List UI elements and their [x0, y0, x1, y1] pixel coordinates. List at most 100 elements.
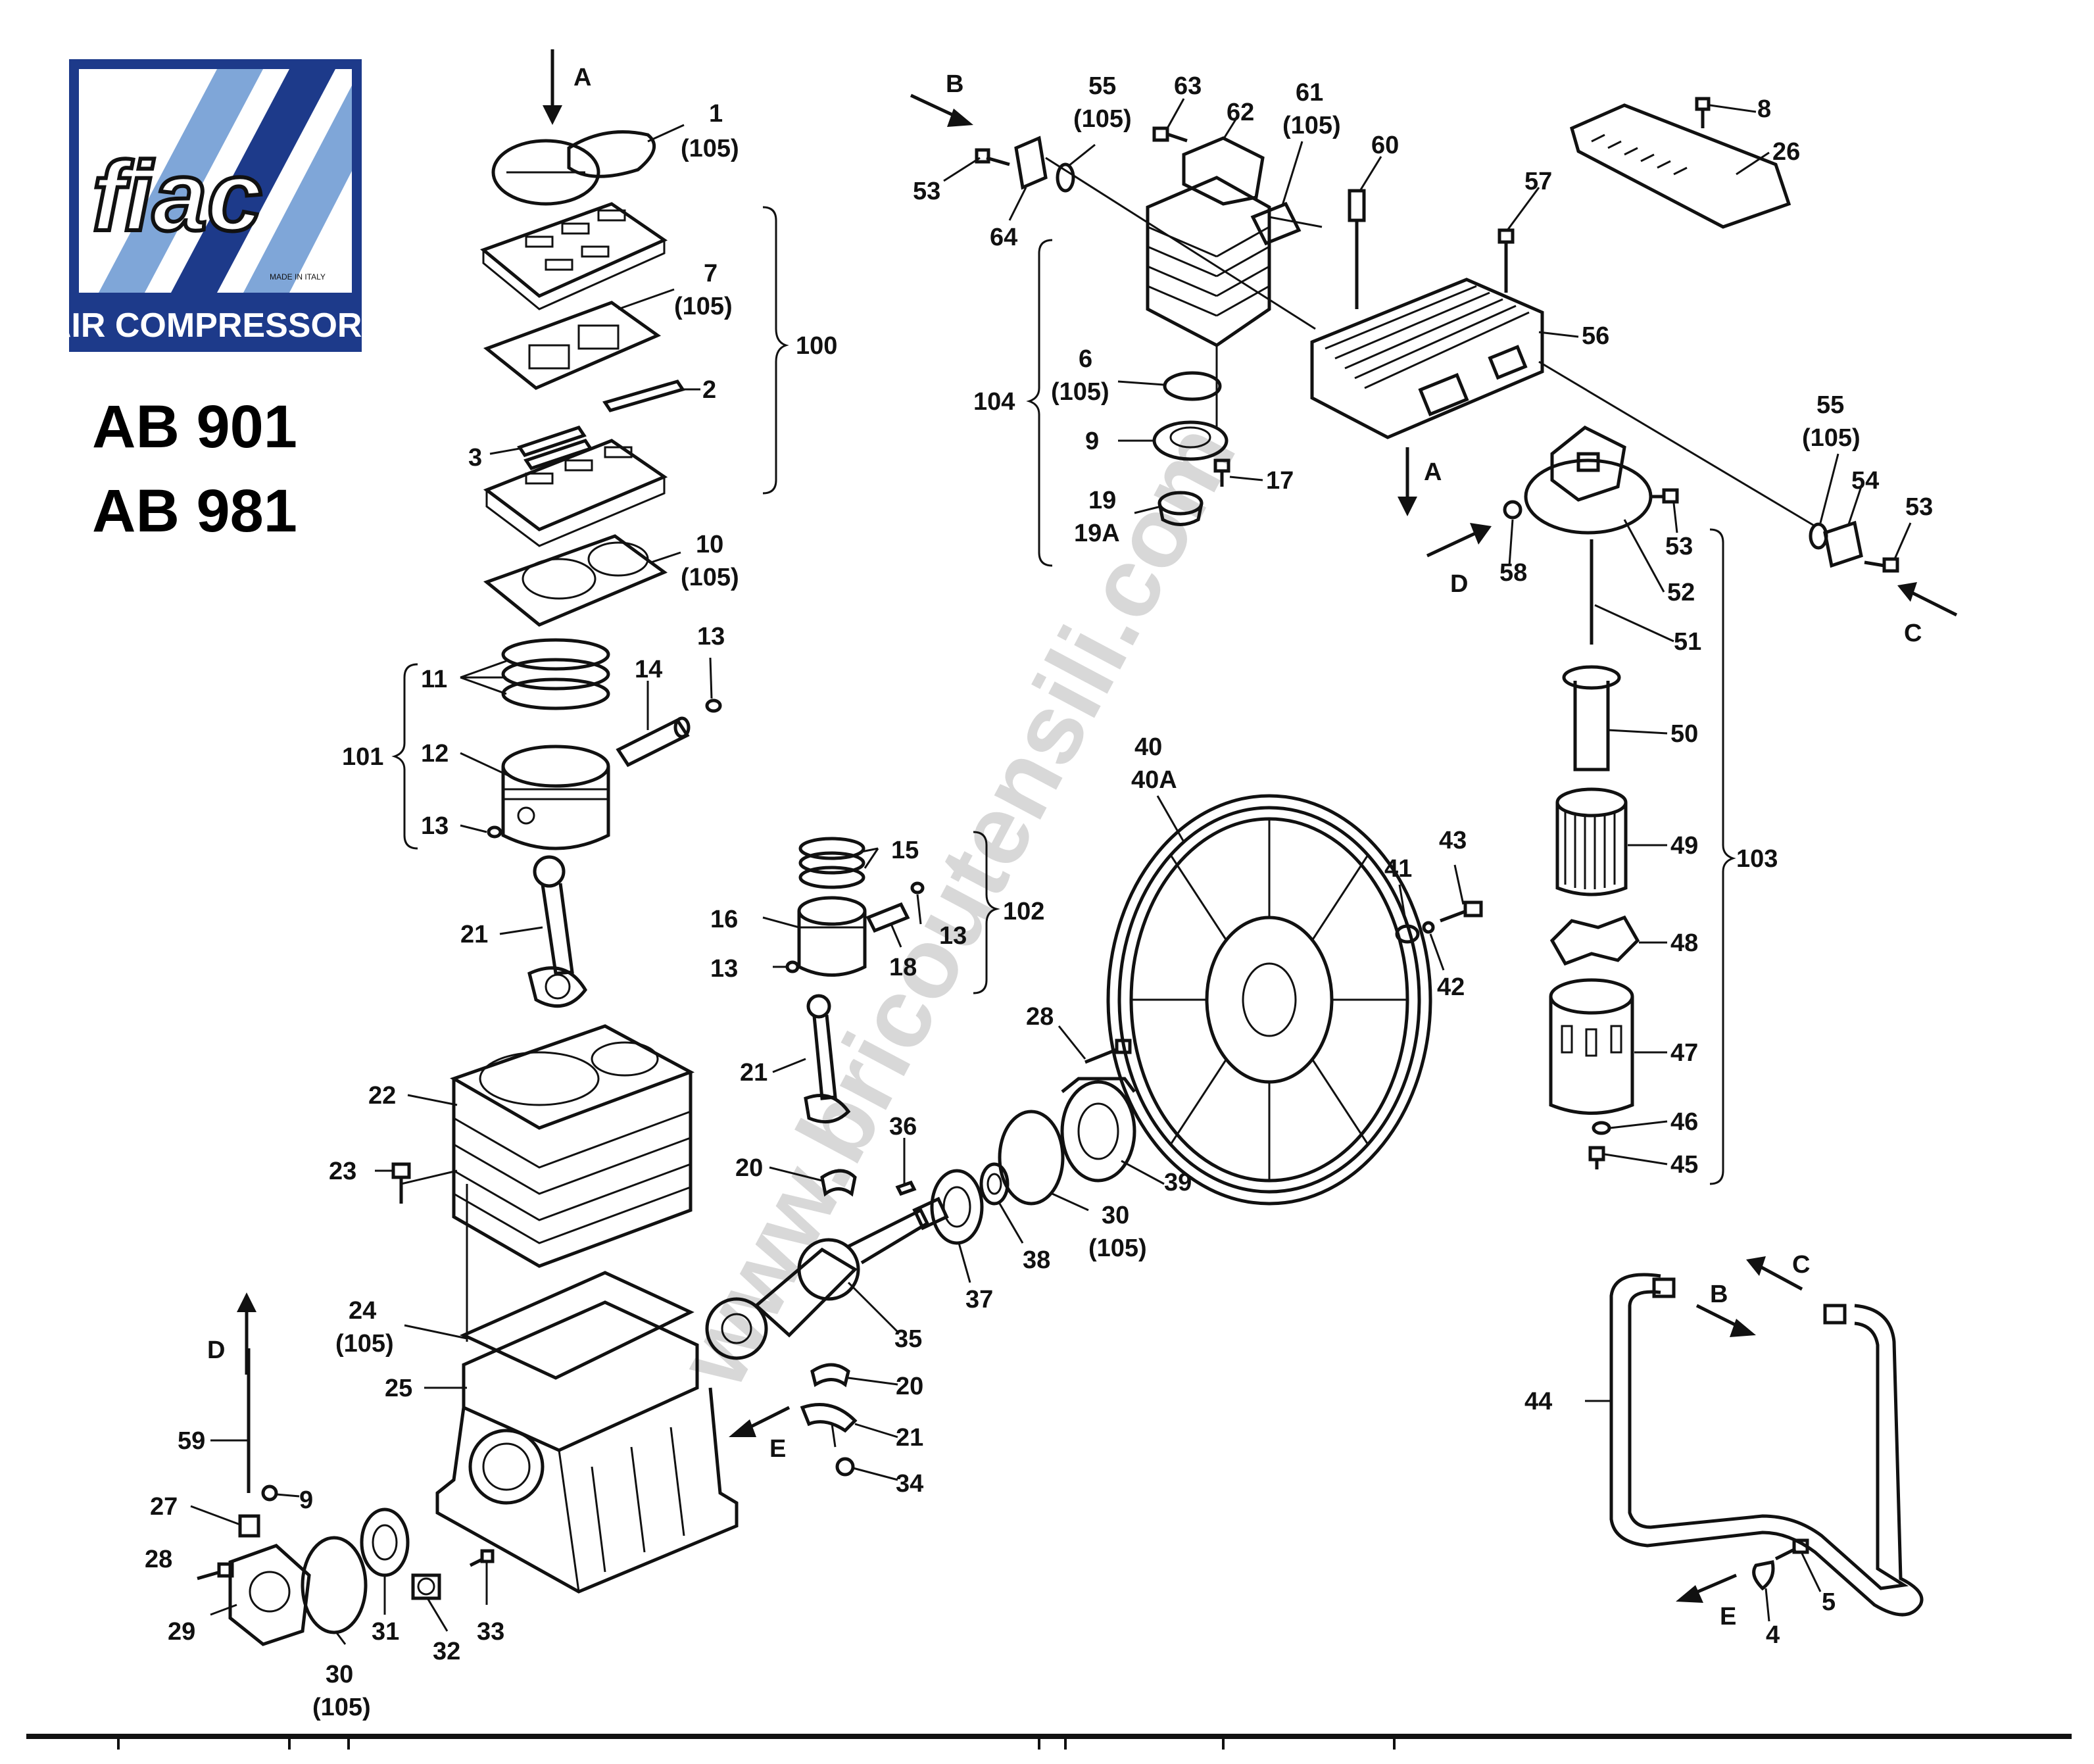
label-40: 40 [1134, 733, 1162, 761]
arrow-c-pipe [1746, 1256, 1803, 1291]
label-22: 22 [368, 1082, 396, 1110]
part-lower-plate [483, 439, 668, 547]
part-12-piston [501, 745, 610, 850]
label-6: 6 [1079, 345, 1092, 373]
label-61-ref: (105) [1282, 112, 1341, 139]
part-64-flange [1014, 135, 1048, 190]
label-16: 16 [710, 906, 738, 933]
part-36-key [895, 1180, 917, 1196]
watermark: www.bricoutensili.com [656, 406, 1256, 1404]
label-44: 44 [1524, 1388, 1552, 1415]
label-102: 102 [1003, 898, 1044, 925]
part-13-circlip-a [705, 698, 722, 713]
part-48-disc [1549, 915, 1640, 966]
arrow-label-a2: A [1424, 458, 1442, 486]
arrow-label-d2: D [207, 1336, 225, 1364]
part-21-conrod-large [527, 855, 588, 1008]
part-labels: 1 (105) 7 (105) 2 3 100 10 (105) 11 13 1… [145, 72, 1933, 1721]
valve-stack [480, 130, 685, 627]
arrow-label-b2: B [1710, 1281, 1728, 1308]
label-8: 8 [1757, 95, 1771, 123]
label-61: 61 [1296, 79, 1323, 107]
part-54-flange [1823, 520, 1863, 568]
label-27: 27 [150, 1493, 178, 1521]
label-21c: 21 [896, 1424, 923, 1452]
brace-103 [1709, 528, 1736, 1185]
part-43-bolt [1440, 900, 1483, 923]
label-13b: 13 [421, 812, 449, 840]
label-1-ref: (105) [681, 135, 739, 162]
label-24: 24 [349, 1297, 376, 1325]
label-24-ref: (105) [335, 1330, 394, 1358]
part-2-reed [602, 380, 685, 412]
part-24-gasket [459, 1271, 694, 1380]
label-17: 17 [1266, 467, 1294, 495]
fiac-logo: fiac MADE IN ITALY AIR COMPRESSORS [47, 59, 385, 352]
label-41: 41 [1384, 855, 1412, 883]
part-11-rings [501, 638, 610, 710]
part-63-screw [1152, 126, 1188, 143]
label-59: 59 [178, 1427, 205, 1455]
label-15: 15 [891, 837, 919, 864]
label-19a: 19A [1074, 520, 1120, 547]
part-9-sight [261, 1484, 278, 1502]
label-32: 32 [433, 1638, 460, 1665]
label-55b: 55 [1816, 391, 1844, 419]
label-50: 50 [1670, 720, 1698, 748]
arrow-b-top [910, 93, 973, 127]
label-38: 38 [1023, 1246, 1050, 1274]
part-22-cylinder [450, 1024, 695, 1268]
part-29-cover [228, 1544, 311, 1646]
label-47: 47 [1670, 1039, 1698, 1067]
label-4: 4 [1766, 1621, 1780, 1649]
label-3: 3 [468, 444, 482, 472]
part-21-cap [800, 1403, 858, 1448]
bottom-border [26, 1734, 2072, 1750]
label-52: 52 [1667, 579, 1695, 606]
label-30b-ref: (105) [312, 1694, 371, 1721]
part-25-crankcase [435, 1300, 739, 1594]
logo-tagline: AIR COMPRESSORS [47, 306, 385, 345]
part-49-filter [1555, 787, 1628, 896]
label-35: 35 [894, 1325, 922, 1353]
label-53c: 53 [1905, 493, 1933, 521]
part-42-spring-washer [1422, 921, 1435, 934]
label-40a: 40A [1131, 766, 1177, 794]
label-103: 103 [1736, 845, 1778, 873]
arrow-label-c2: C [1792, 1251, 1810, 1279]
label-28b: 28 [145, 1546, 172, 1573]
label-30b: 30 [326, 1661, 353, 1688]
arrow-label-c1: C [1904, 620, 1922, 647]
part-27-plug [238, 1514, 260, 1538]
part-21-conrod-small [804, 994, 851, 1124]
label-63: 63 [1174, 72, 1202, 100]
part-4-clamp [1752, 1560, 1775, 1591]
label-20a: 20 [735, 1154, 763, 1182]
part-32-plug [411, 1573, 441, 1600]
label-55a-ref: (105) [1073, 105, 1132, 133]
part-16-piston [797, 896, 867, 977]
arrow-d-bottom [237, 1292, 256, 1375]
label-33: 33 [477, 1618, 504, 1646]
part-13-circlip-d [785, 960, 800, 973]
part-55-oring-b [1809, 522, 1828, 550]
logo-made-in: MADE IN ITALY [270, 272, 326, 282]
part-7-valve-plate [480, 202, 668, 310]
label-5: 5 [1822, 1588, 1836, 1616]
label-43: 43 [1439, 827, 1467, 854]
part-44-pipe [1609, 1273, 1924, 1617]
label-2: 2 [702, 376, 716, 404]
label-42: 42 [1437, 973, 1465, 1001]
part-41-washer [1395, 924, 1420, 944]
arrow-label-e1: E [769, 1435, 786, 1463]
arrows [237, 49, 1958, 1603]
label-21b: 21 [740, 1059, 767, 1087]
label-23: 23 [329, 1158, 356, 1185]
label-14: 14 [635, 656, 662, 683]
part-19-valve [1157, 491, 1204, 526]
label-31: 31 [372, 1618, 399, 1646]
arrow-e-crankcase [729, 1406, 791, 1437]
label-101: 101 [342, 743, 383, 771]
label-53a: 53 [913, 178, 940, 205]
label-48: 48 [1670, 929, 1698, 957]
